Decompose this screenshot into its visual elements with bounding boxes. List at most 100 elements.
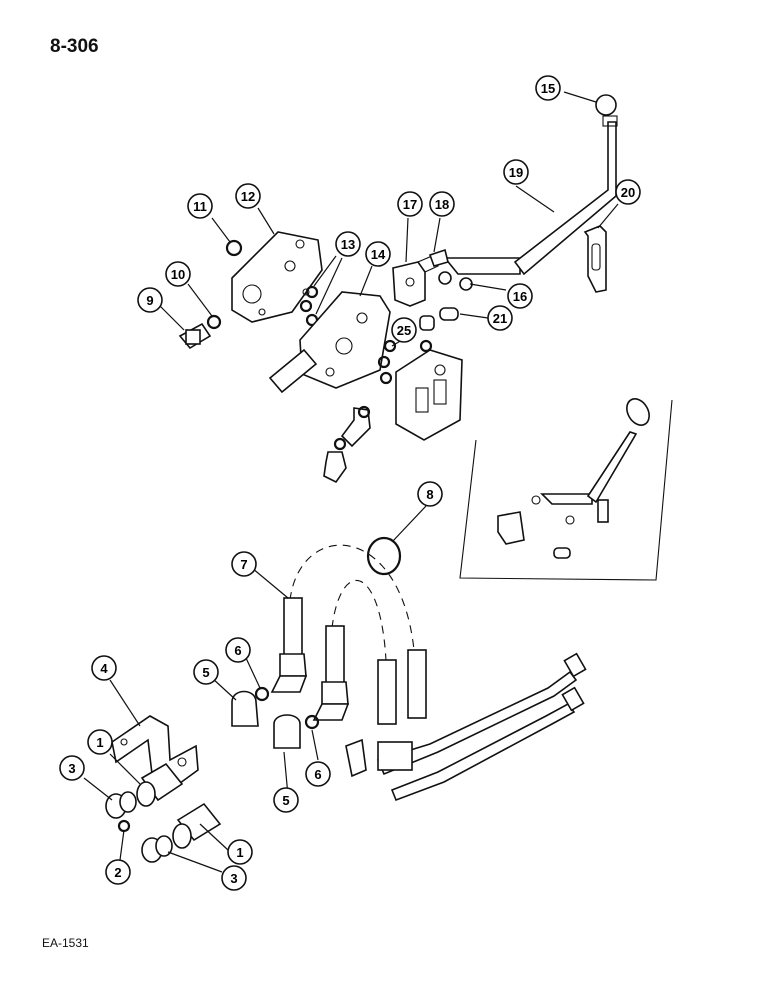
elbow-fitting-upper xyxy=(340,407,371,448)
callout-11: 11 xyxy=(187,193,213,219)
svg-text:3: 3 xyxy=(230,871,237,886)
o-ring-elbow-b xyxy=(333,437,347,451)
figure-code: EA-1531 xyxy=(42,936,89,950)
svg-text:6: 6 xyxy=(234,643,241,658)
coupler-mounting-bracket xyxy=(111,715,199,787)
lever-gate-bracket xyxy=(583,225,607,293)
leader-6b xyxy=(311,729,319,761)
elbow-b xyxy=(312,703,350,721)
tube-fitting-block xyxy=(377,741,413,771)
callout-8: 8 xyxy=(417,481,443,507)
svg-text:5: 5 xyxy=(282,793,289,808)
leader-20 xyxy=(597,203,619,229)
leader-13a xyxy=(313,255,337,287)
hose-end-c xyxy=(377,659,397,725)
svg-text:25: 25 xyxy=(397,323,411,338)
leader-16 xyxy=(469,283,507,291)
adapter-fitting xyxy=(178,322,212,350)
leader-3a xyxy=(83,777,113,801)
svg-text:17: 17 xyxy=(403,197,417,212)
plug xyxy=(419,315,435,331)
leader-19 xyxy=(515,185,555,213)
leader-13b xyxy=(315,257,343,315)
callout-10: 10 xyxy=(165,261,191,287)
callout-3b: 3 xyxy=(221,865,247,891)
elbow-fitting-lower xyxy=(323,451,347,484)
svg-text:16: 16 xyxy=(513,289,527,304)
lever-knob xyxy=(595,94,617,116)
dust-cap-lower xyxy=(141,835,173,863)
callout-17: 17 xyxy=(397,191,423,217)
svg-text:9: 9 xyxy=(146,293,153,308)
hose-path-a xyxy=(289,544,415,651)
hose-clip xyxy=(366,536,402,576)
svg-text:14: 14 xyxy=(371,247,386,262)
hose-path-b xyxy=(331,579,387,661)
callout-7: 7 xyxy=(231,551,257,577)
svg-text:4: 4 xyxy=(100,661,108,676)
leader-21 xyxy=(459,313,489,319)
tube-nut-b xyxy=(561,686,585,712)
valve-section xyxy=(268,291,391,394)
callout-5b: 5 xyxy=(273,787,299,813)
svg-text:20: 20 xyxy=(621,185,635,200)
washer-a xyxy=(438,271,452,285)
o-ring-25b xyxy=(377,355,391,369)
leader-14 xyxy=(359,265,373,297)
callout-9: 9 xyxy=(137,287,163,313)
svg-text:8: 8 xyxy=(426,487,433,502)
svg-text:18: 18 xyxy=(435,197,449,212)
svg-text:13: 13 xyxy=(341,237,355,252)
o-ring-13a xyxy=(305,285,319,299)
svg-text:3: 3 xyxy=(68,761,75,776)
leader-8 xyxy=(391,505,427,543)
callout-4: 4 xyxy=(91,655,117,681)
leader-9 xyxy=(159,305,185,331)
callout-1b: 1 xyxy=(227,839,253,865)
svg-text:1: 1 xyxy=(96,735,103,750)
callout-25: 25 xyxy=(391,317,417,343)
o-ring-11 xyxy=(225,239,243,257)
hose-end-d xyxy=(407,649,427,719)
tube-bracket xyxy=(345,738,367,778)
retainer-clip xyxy=(117,819,131,833)
leader-5a xyxy=(211,677,237,701)
clamp-b xyxy=(273,714,301,749)
svg-text:2: 2 xyxy=(114,865,121,880)
leader-1b xyxy=(199,823,229,851)
hose-end-a xyxy=(279,597,307,677)
callout-13: 13 xyxy=(335,231,361,257)
svg-text:15: 15 xyxy=(541,81,555,96)
callout-14: 14 xyxy=(365,241,391,267)
quick-coupler-upper xyxy=(136,762,184,807)
leader-12 xyxy=(257,207,275,235)
svg-text:21: 21 xyxy=(493,311,507,326)
o-ring-13b xyxy=(299,299,313,313)
callout-1a: 1 xyxy=(87,729,113,755)
hose-end-b xyxy=(321,625,349,705)
o-ring-25c xyxy=(419,339,433,353)
callout-18: 18 xyxy=(429,191,455,217)
leader-1a xyxy=(109,753,141,785)
callout-6b: 6 xyxy=(305,761,331,787)
callout-5a: 5 xyxy=(193,659,219,685)
callout-12: 12 xyxy=(235,183,261,209)
lever-bracket xyxy=(392,255,439,307)
svg-text:1: 1 xyxy=(236,845,243,860)
svg-text:10: 10 xyxy=(171,267,185,282)
callout-15: 15 xyxy=(535,75,561,101)
elbow-a xyxy=(270,675,308,693)
leader-6a xyxy=(245,657,261,689)
clamp-a xyxy=(231,690,259,727)
svg-text:19: 19 xyxy=(509,165,523,180)
leader-18 xyxy=(433,217,441,253)
inlet-cover xyxy=(395,349,463,441)
page-number: 8-306 xyxy=(50,36,99,57)
callout-19: 19 xyxy=(503,159,529,185)
o-ring-6b xyxy=(304,714,320,730)
tube-nut-a xyxy=(563,652,587,678)
leader-10 xyxy=(187,283,213,317)
control-lever xyxy=(443,115,618,276)
callout-20: 20 xyxy=(615,179,641,205)
leader-7 xyxy=(251,567,289,599)
